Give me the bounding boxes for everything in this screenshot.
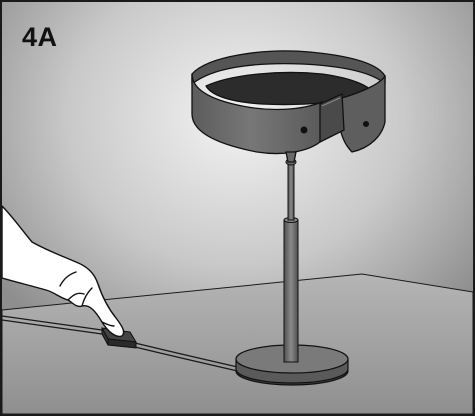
lamp-pole-upper [288, 162, 294, 220]
screw-icon [301, 127, 307, 133]
screw-icon [364, 122, 369, 127]
step-label: 4A [22, 22, 58, 53]
lamp-pole-lower [284, 220, 298, 362]
